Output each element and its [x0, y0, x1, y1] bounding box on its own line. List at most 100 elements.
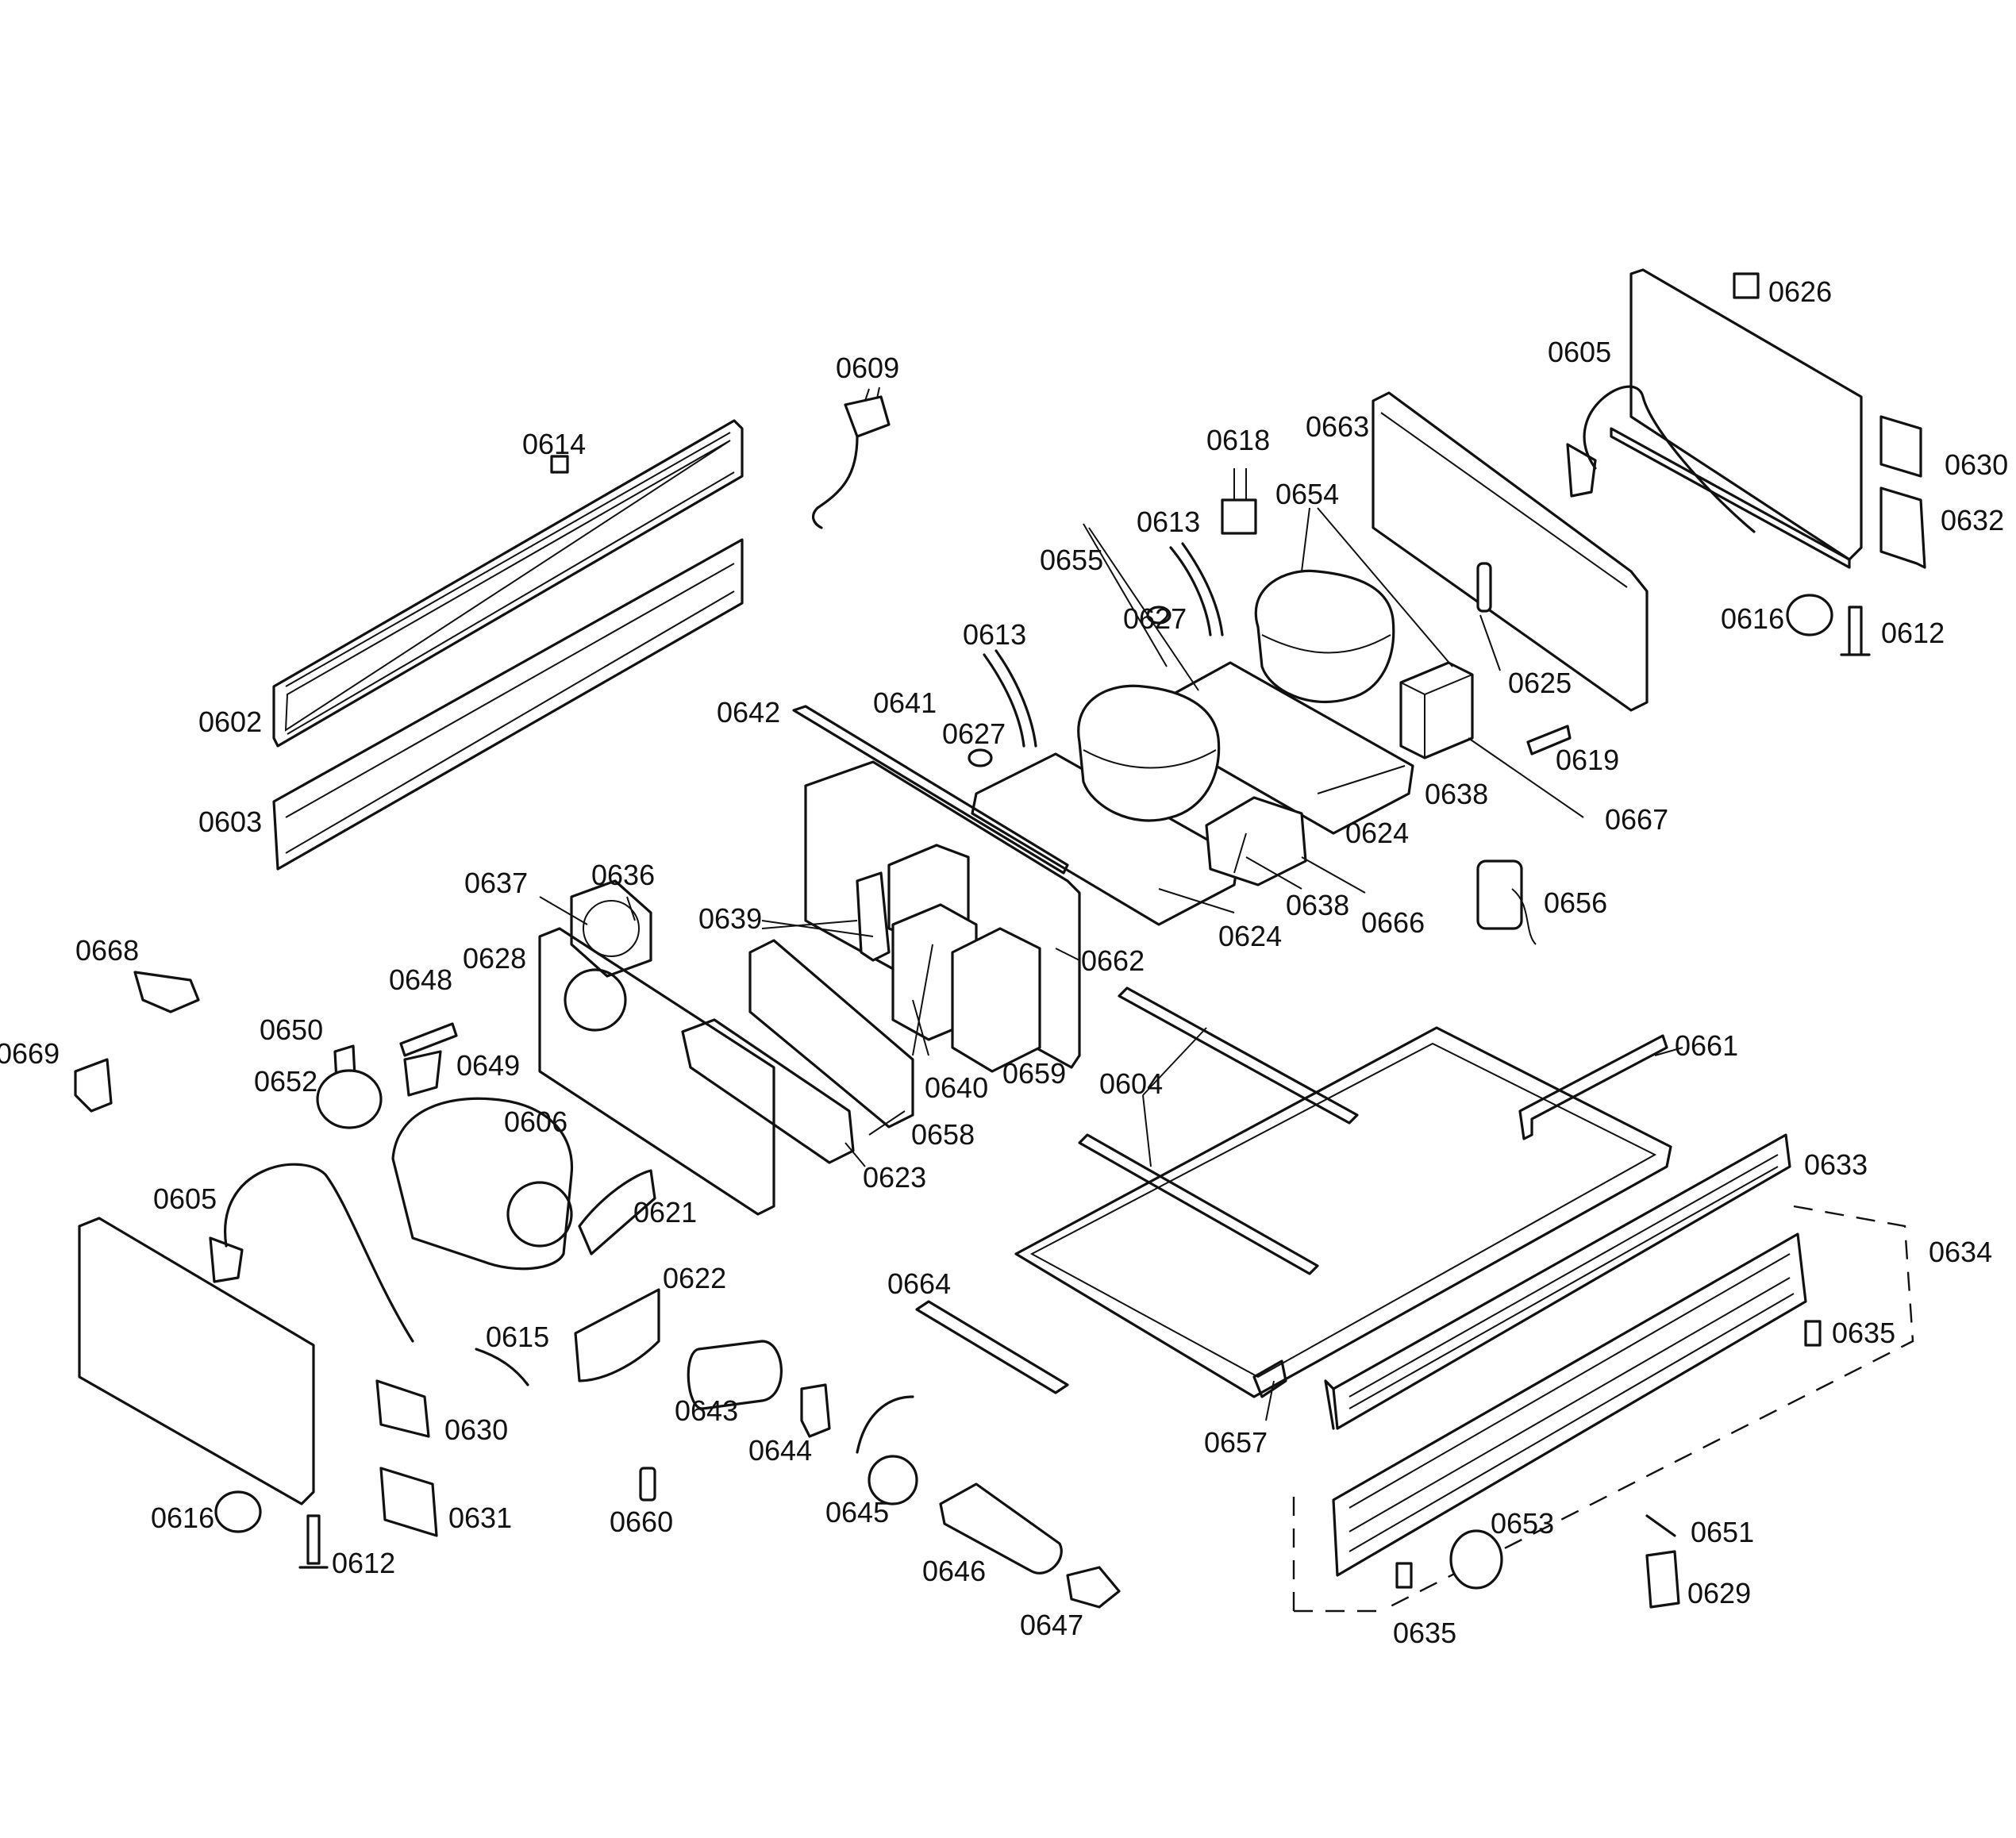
callout-0616: 0616 — [1721, 602, 1784, 635]
callout-0662: 0662 — [1081, 944, 1145, 977]
callout-0668: 0668 — [75, 934, 139, 967]
part-0666-start-device — [1205, 796, 1307, 886]
callout-0644: 0644 — [748, 1434, 812, 1467]
callout-0653: 0653 — [1491, 1507, 1554, 1540]
callout-0605: 0605 — [1548, 336, 1611, 368]
part-0629-clip — [1645, 1550, 1680, 1609]
part-0636-fan — [570, 879, 652, 978]
callout-0612: 0612 — [1881, 617, 1945, 649]
part-0634-dashed-outline — [1292, 1205, 1914, 1613]
callout-0615: 0615 — [486, 1321, 549, 1353]
part-0613-tube-a — [1169, 542, 1224, 636]
part-0657-clip — [1252, 1359, 1287, 1398]
callout-0621: 0621 — [633, 1196, 697, 1229]
callout-0652: 0652 — [254, 1065, 317, 1098]
part-0621-bracket — [578, 1169, 656, 1255]
part-0632-bracket-right — [1879, 486, 1926, 569]
callout-0643: 0643 — [675, 1394, 738, 1427]
callout-0659: 0659 — [1002, 1057, 1066, 1090]
part-left-side-panel — [78, 1217, 315, 1505]
part-0630-bracket-left — [375, 1379, 430, 1438]
callout-0614: 0614 — [522, 428, 586, 460]
part-0661-bracket — [1518, 1034, 1668, 1140]
part-0602-rail-panel — [272, 419, 744, 748]
callout-0646: 0646 — [922, 1555, 986, 1587]
callout-0633: 0633 — [1804, 1148, 1868, 1181]
callout-0605: 0605 — [153, 1182, 217, 1215]
part-0653-filter — [1449, 1529, 1503, 1590]
part-0648-connector — [399, 1022, 458, 1057]
part-0645-harness — [856, 1395, 918, 1505]
callout-0623: 0623 — [863, 1161, 926, 1194]
part-0646-capacitor — [939, 1482, 1063, 1575]
callout-0641: 0641 — [873, 686, 937, 719]
callout-0624: 0624 — [1345, 817, 1409, 849]
callout-0609: 0609 — [836, 352, 899, 384]
callout-0647: 0647 — [1020, 1609, 1083, 1641]
part-0609-power-cord — [811, 386, 891, 529]
callout-0649: 0649 — [456, 1049, 520, 1082]
callout-0664: 0664 — [887, 1267, 951, 1300]
part-0656-capacitor — [1476, 859, 1537, 945]
callout-0622: 0622 — [663, 1262, 726, 1294]
part-0619-bracket — [1526, 725, 1572, 756]
callout-0639: 0639 — [698, 902, 762, 935]
part-0618-relay — [1221, 468, 1257, 535]
callout-0626: 0626 — [1768, 275, 1832, 308]
part-0628-panel — [538, 927, 775, 1216]
part-0603-rail-panel — [272, 538, 744, 871]
part-0613-tube-b — [983, 649, 1037, 748]
callout-0640: 0640 — [925, 1071, 988, 1104]
part-0605-cord-left — [209, 1163, 414, 1343]
callout-0638: 0638 — [1425, 778, 1488, 810]
part-0654-compressor — [1254, 569, 1395, 703]
callout-0632: 0632 — [1941, 504, 2004, 536]
callout-0630: 0630 — [444, 1413, 508, 1446]
callout-0658: 0658 — [911, 1118, 975, 1151]
part-0667-box — [1399, 661, 1474, 759]
part-0615-sensor — [475, 1348, 529, 1386]
callout-0630: 0630 — [1945, 448, 2008, 481]
part-0631-bracket-left — [379, 1467, 438, 1537]
part-0659-block — [951, 927, 1041, 1073]
part-0604-strip-lower — [1078, 1133, 1319, 1275]
callout-0635: 0635 — [1393, 1617, 1456, 1649]
callout-0616: 0616 — [151, 1502, 214, 1534]
callout-0657: 0657 — [1204, 1426, 1268, 1459]
callout-0637: 0637 — [464, 867, 528, 899]
part-0612-screw-right — [1840, 606, 1871, 656]
part-0643-capacitor — [687, 1340, 783, 1410]
callout-0654: 0654 — [1275, 478, 1339, 510]
part-0668-bracket — [133, 971, 200, 1013]
part-0642-bracket — [792, 705, 1069, 875]
callout-0636: 0636 — [591, 859, 655, 891]
callout-0624: 0624 — [1218, 920, 1282, 952]
part-0623-control-board — [681, 1018, 855, 1164]
callout-0669: 0669 — [0, 1037, 60, 1070]
callout-0619: 0619 — [1556, 744, 1619, 776]
part-0606-blower — [391, 1097, 574, 1271]
part-top-right-panel — [1566, 268, 1863, 569]
part-0634-grille — [1332, 1232, 1807, 1577]
part-0604-strip-upper — [1118, 986, 1359, 1125]
callout-0645: 0645 — [825, 1496, 889, 1528]
callout-0625: 0625 — [1508, 667, 1572, 699]
callout-0613: 0613 — [1137, 506, 1200, 538]
callout-0606: 0606 — [504, 1105, 567, 1138]
part-0644-valve — [800, 1383, 831, 1438]
callout-0602: 0602 — [198, 706, 262, 738]
part-0624-base-plate-lower — [971, 752, 1240, 926]
callout-0663: 0663 — [1306, 410, 1369, 443]
callout-0651: 0651 — [1691, 1516, 1754, 1548]
callout-0642: 0642 — [717, 696, 780, 729]
callout-0612: 0612 — [332, 1547, 395, 1579]
part-0658-board-cover — [748, 939, 914, 1129]
part-0639-contactor — [856, 871, 891, 962]
callout-0629: 0629 — [1687, 1577, 1751, 1609]
callout-0650: 0650 — [260, 1013, 323, 1046]
part-0662-frame — [804, 760, 1081, 1069]
callout-0613: 0613 — [963, 618, 1026, 651]
part-0616-grommet-right — [1786, 594, 1833, 636]
callout-0661: 0661 — [1675, 1029, 1738, 1062]
part-0627-nut-b — [968, 748, 993, 767]
